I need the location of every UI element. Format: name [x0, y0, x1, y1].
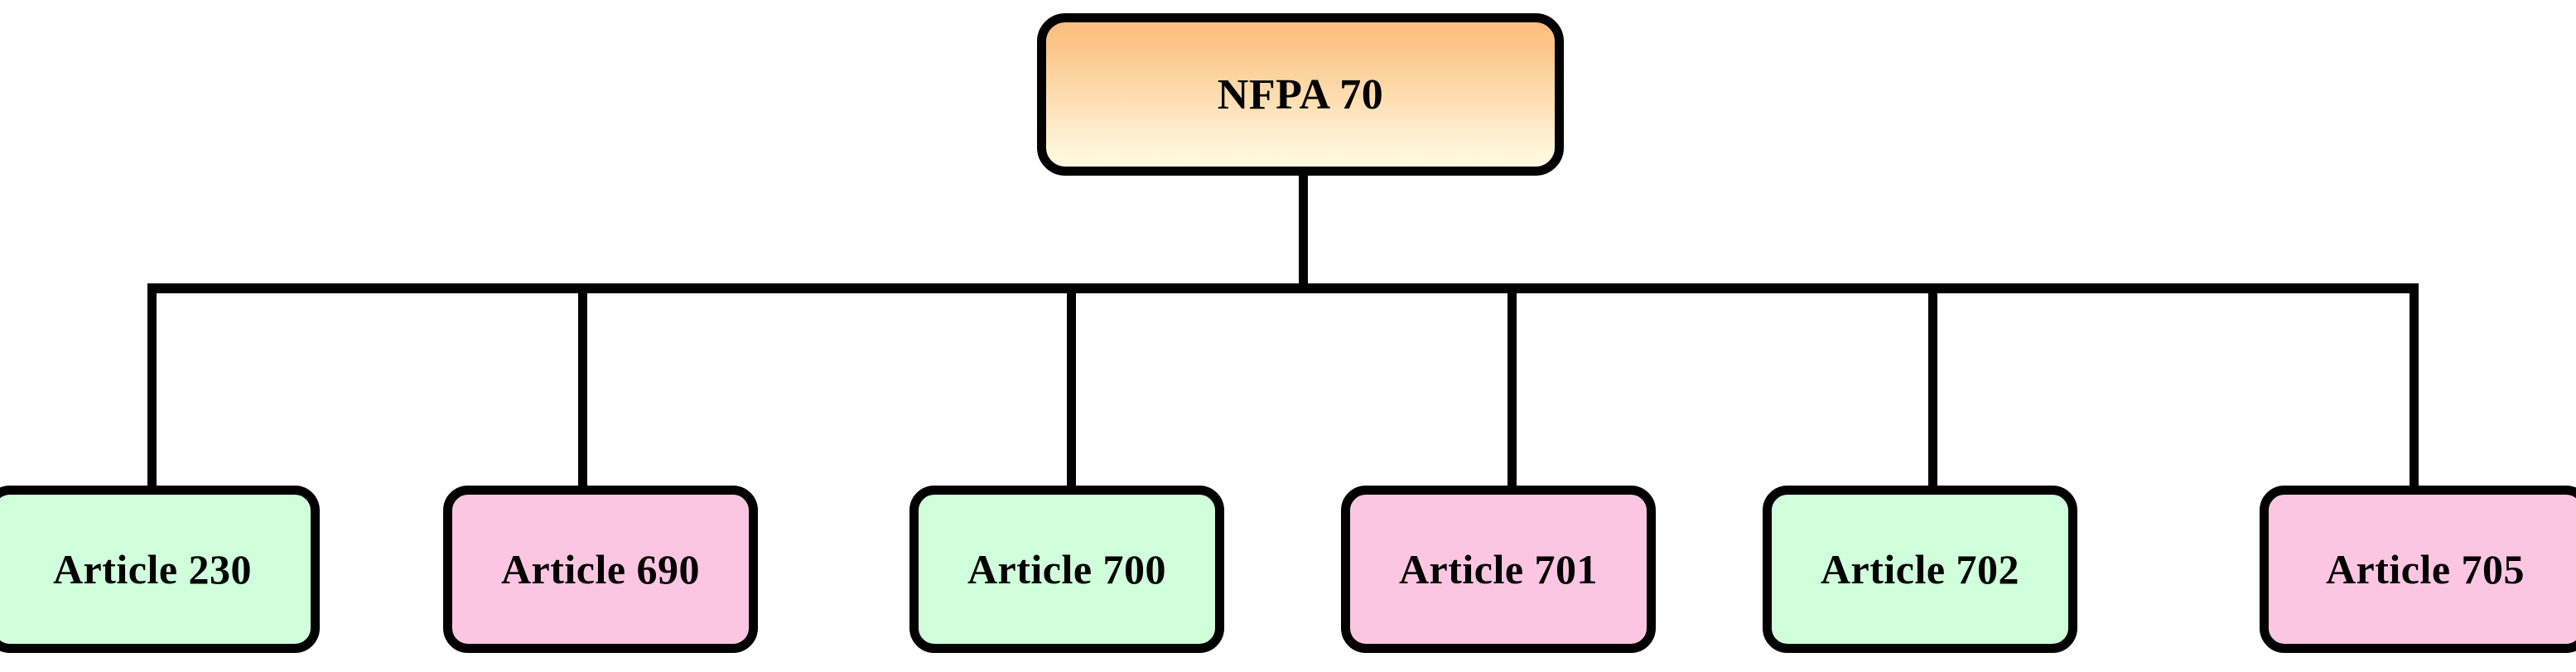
node-article-230-label: Article 230	[52, 546, 253, 592]
node-article-701-label: Article 701	[1398, 546, 1599, 592]
node-article-690-label: Article 690	[500, 546, 701, 592]
edge-drop-article-700	[1067, 283, 1076, 489]
node-root-label: NFPA 70	[1217, 70, 1384, 118]
node-article-700-label: Article 700	[967, 546, 1167, 592]
node-root-nfpa-70[interactable]: NFPA 70	[1037, 13, 1564, 176]
node-article-701[interactable]: Article 701	[1341, 486, 1656, 653]
node-article-702[interactable]: Article 702	[1763, 486, 2077, 653]
edge-root-stem	[1299, 171, 1308, 288]
edge-horizontal-bus	[147, 283, 2419, 293]
node-article-702-label: Article 702	[1820, 546, 2020, 592]
node-article-700[interactable]: Article 700	[909, 486, 1224, 653]
edge-drop-article-701	[1507, 283, 1517, 489]
node-article-690[interactable]: Article 690	[443, 486, 758, 653]
edge-drop-article-230	[147, 283, 157, 489]
node-article-705-label: Article 705	[2325, 546, 2525, 592]
edge-drop-article-690	[578, 283, 587, 489]
node-article-230[interactable]: Article 230	[0, 486, 320, 653]
node-article-705[interactable]: Article 705	[2260, 486, 2576, 653]
edge-drop-article-705	[2410, 283, 2419, 489]
edge-drop-article-702	[1928, 283, 1937, 489]
